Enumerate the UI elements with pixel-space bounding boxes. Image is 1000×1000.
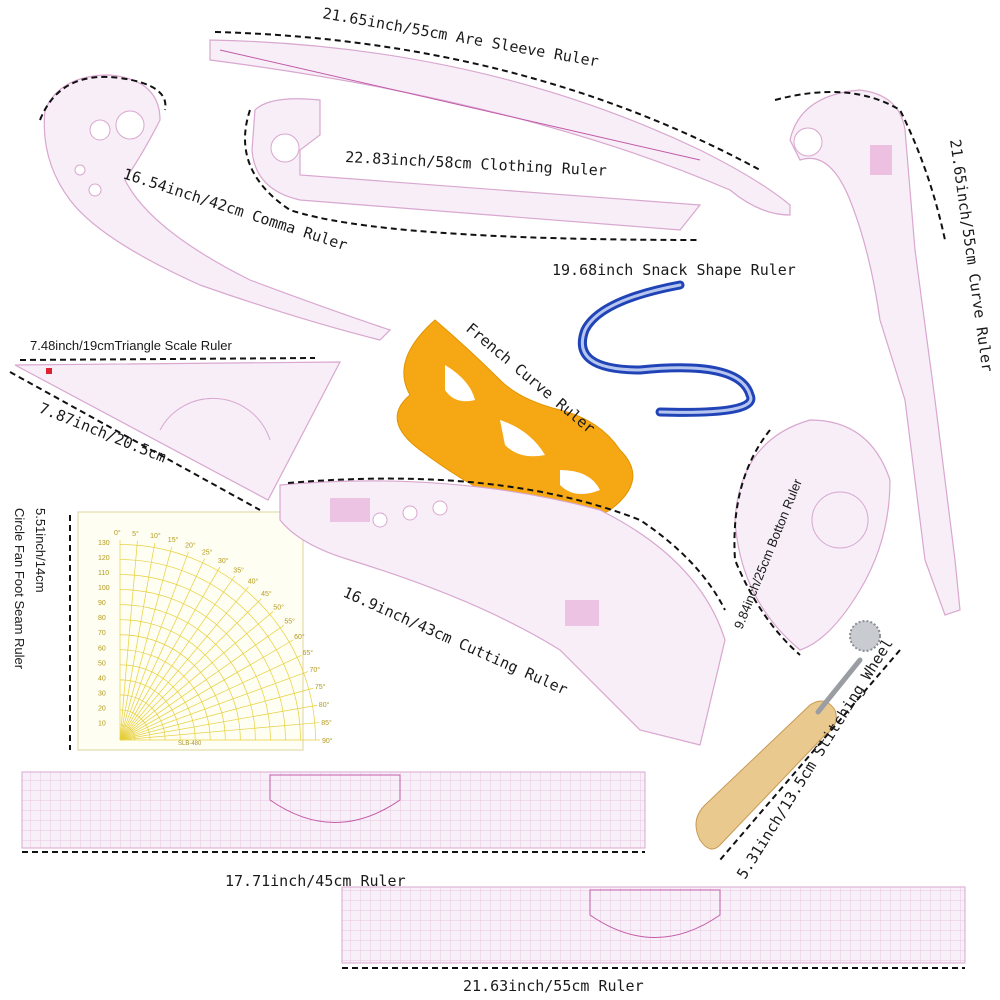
curve-ruler-label: 21.65inch/55cm Curve Ruler	[946, 138, 997, 373]
fan-angle-label: 0°	[114, 529, 121, 537]
fan-radius-label: 130	[98, 540, 110, 547]
clothing-ruler	[244, 98, 702, 241]
arc-sleeve-ruler	[209, 31, 791, 216]
fan-radius-label: 90	[98, 600, 106, 607]
fan-radius-label: 110	[98, 570, 109, 577]
fan-angle-label: 50°	[273, 603, 284, 611]
fan-radius-labels: 130 120 110 100 90 80 70 60 50 40 30 20 10	[98, 540, 110, 728]
fan-angle-label: 15°	[168, 536, 179, 544]
fan-radius-label: 40	[98, 675, 106, 682]
fan-angle-label: 20°	[185, 542, 196, 550]
fan-angle-label: 85°	[321, 719, 332, 727]
fan-radius-label: 30	[98, 690, 106, 697]
fan-angle-label: 75°	[315, 683, 326, 691]
fan-radius-label: 50	[98, 660, 106, 667]
fan-angle-label: 25°	[202, 549, 213, 557]
curve-ruler	[774, 89, 961, 616]
snake-ruler	[577, 280, 756, 417]
fan-radius-label: 20	[98, 705, 106, 712]
triangle-top-label: 7.48inch/19cmTriangle Scale Ruler	[30, 338, 233, 353]
fan-radius-label: 80	[98, 615, 106, 622]
fan-angle-label: 5°	[132, 530, 139, 538]
stitching-wheel	[695, 620, 881, 850]
clothing-ruler-label: 22.83inch/58cm Clothing Ruler	[345, 148, 607, 180]
fan-radius-label: 60	[98, 645, 106, 652]
fan-radius-label: 120	[98, 555, 110, 562]
fan-angle-label: 80°	[319, 701, 330, 709]
fan-angle-label: 60°	[294, 633, 305, 641]
ruler-45cm	[21, 771, 646, 853]
ruler-45cm-label: 17.71inch/45cm Ruler	[225, 872, 406, 890]
comma-ruler	[39, 74, 392, 341]
fan-angle-label: 55°	[284, 618, 295, 626]
fan-radius-label: 70	[98, 630, 106, 637]
french-curve	[396, 319, 634, 524]
snake-ruler-label: 19.68inch Snack Shape Ruler	[552, 261, 796, 279]
fan-radius-label: 10	[98, 721, 106, 728]
fan-angle-label: 35°	[233, 567, 244, 575]
fan-angle-label: 30°	[218, 557, 229, 565]
fan-angle-label: 40°	[248, 578, 259, 586]
fan-angle-label: 70°	[310, 666, 321, 674]
fan-angle-label: 45°	[261, 590, 272, 598]
fan-printed-code: SLB-480	[178, 741, 202, 747]
circle-fan-ruler: SLB-480	[77, 511, 320, 751]
fan-label-size: 5.51inch/14cm	[33, 508, 48, 593]
cutting-ruler	[279, 477, 726, 746]
fan-angle-labels: 0° 5° 10° 15° 20° 25° 30° 35° 40°45°50°55° 60° 65°…	[114, 529, 333, 745]
fan-label-name: Circle Fan Foot Seam Ruler	[12, 508, 27, 670]
fan-angle-label: 65°	[303, 649, 314, 657]
triangle-scale-ruler	[9, 357, 341, 511]
ruler-55cm	[341, 886, 966, 969]
ruler-55cm-label: 21.63inch/55cm Ruler	[463, 977, 644, 995]
bottom-ruler	[733, 419, 891, 656]
fan-angle-label: 90°	[322, 737, 333, 745]
fan-radius-label: 100	[98, 585, 110, 592]
fan-angle-label: 10°	[150, 532, 161, 540]
